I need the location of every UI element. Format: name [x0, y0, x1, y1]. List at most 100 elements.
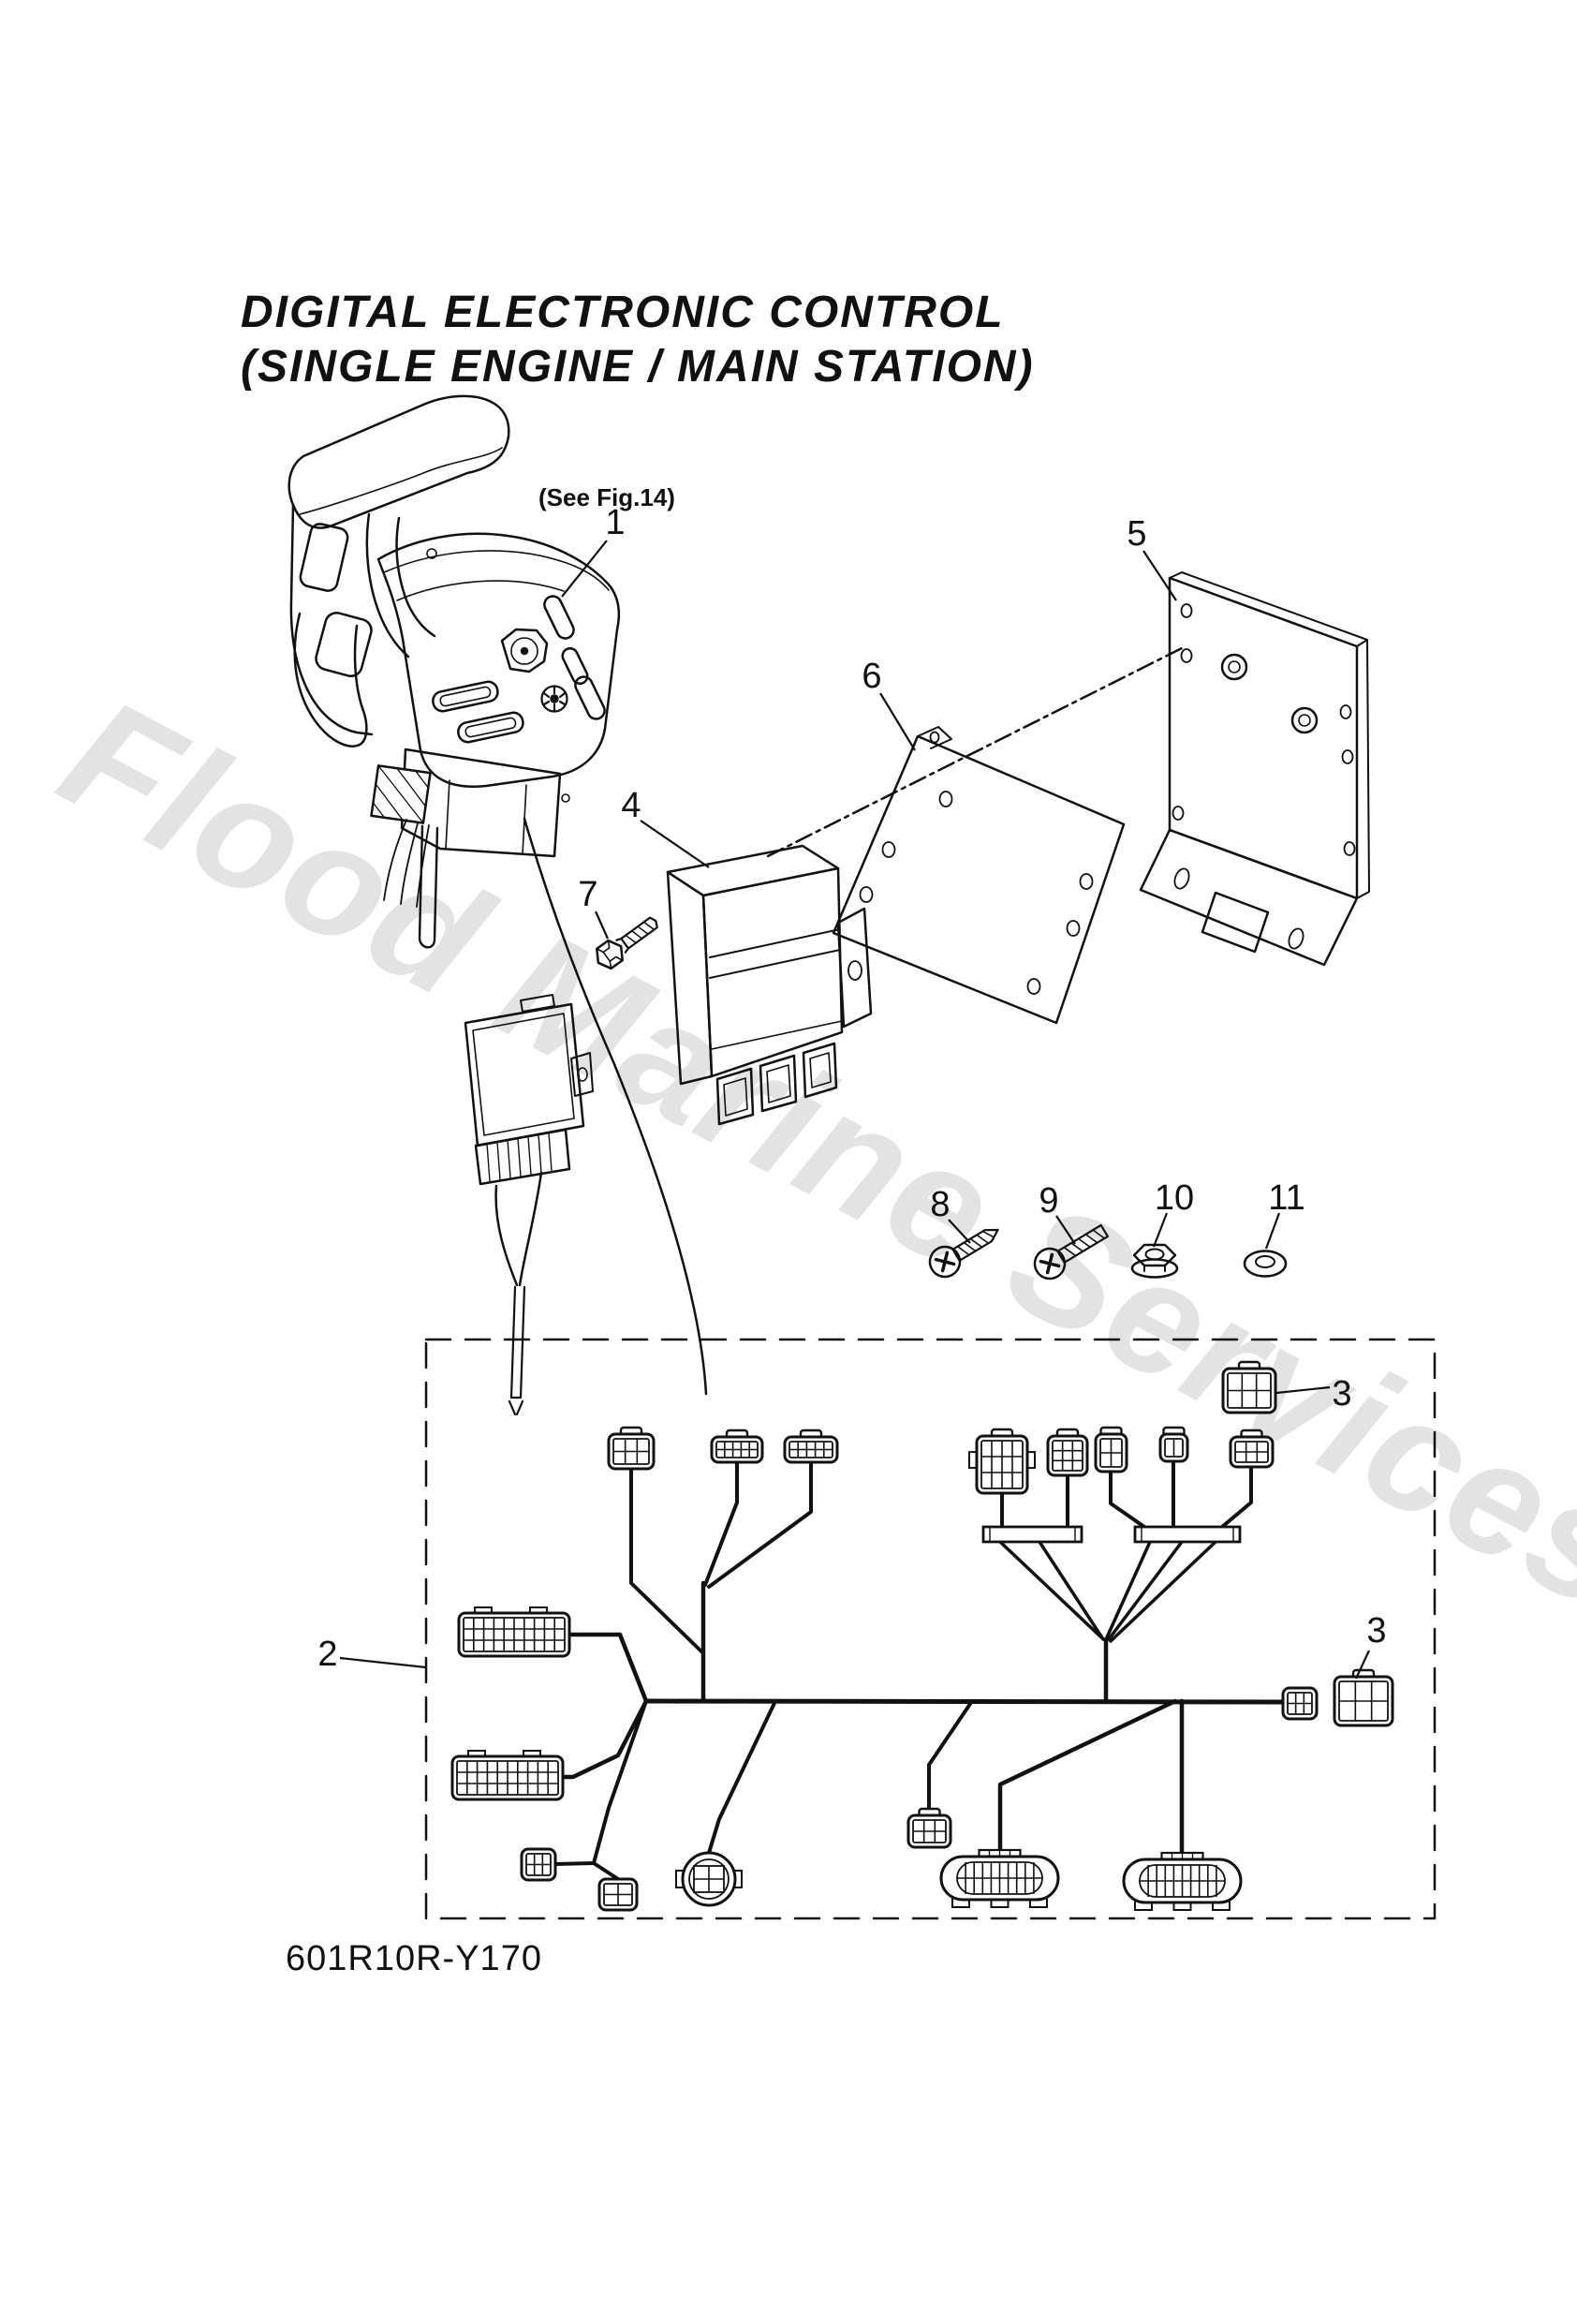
wire-band2-b [1107, 1540, 1184, 1641]
callout-leader [640, 820, 710, 868]
wire-round-conn [707, 1699, 777, 1855]
callout-leader [1152, 1212, 1169, 1248]
connector-6pin-small-a [520, 1847, 557, 1882]
connector-t4-12pin [968, 1428, 1036, 1495]
main-cable [418, 824, 439, 949]
callout-4: 4 [621, 786, 710, 868]
callout-number: 6 [862, 657, 881, 696]
callout-number: 8 [930, 1185, 950, 1224]
see-fig-note: (See Fig.14) [538, 483, 675, 511]
callout-7: 7 [578, 875, 610, 940]
part-1-control-head [287, 394, 621, 949]
drawing-number: 601R10R-Y170 [286, 1939, 542, 1978]
callout-11: 11 [1264, 1178, 1305, 1250]
callout-number: 7 [578, 875, 597, 914]
wire-band1-b [1038, 1540, 1105, 1641]
callout-number: 2 [317, 1635, 337, 1674]
wire-t3 [707, 1460, 813, 1589]
part-2-wire-harness [450, 1360, 1394, 1912]
callout-labels: 1 2 3 3 4 5 6 7 8 9 10 11 [317, 503, 1387, 1680]
part-6-mount-plate [832, 726, 1126, 1025]
wire-4pin-c [592, 1861, 620, 1881]
connector-6pin-small-b [906, 1807, 952, 1849]
friction-knob [500, 628, 549, 674]
callout-leader [1275, 1385, 1331, 1395]
callout-9: 9 [1039, 1181, 1076, 1245]
part-4-ecu [666, 844, 873, 1126]
callout-8: 8 [930, 1185, 971, 1244]
wire-t1 [629, 1467, 704, 1654]
body-shell [376, 532, 621, 788]
wire-t6 [1109, 1470, 1146, 1529]
callout-number: 10 [1155, 1178, 1194, 1218]
part-8-screw [928, 1228, 999, 1279]
bracket-flange [1139, 828, 1359, 967]
part-9-screw [1033, 1223, 1109, 1280]
assembly-centerline [766, 646, 1184, 858]
connector-t8-6pin [1229, 1428, 1275, 1469]
part-7-bolt [596, 916, 658, 970]
part-2-harness-boundary [424, 1338, 1437, 1920]
part-11-washer [1243, 1250, 1288, 1278]
callout-leader [879, 692, 916, 751]
wire-oval-left [997, 1698, 1178, 1859]
wire-trunk [643, 1698, 1286, 1705]
callout-leader [1142, 550, 1177, 601]
callout-leader [1355, 1650, 1370, 1680]
callout-1: 1 [561, 503, 626, 598]
vent-slot-3 [574, 675, 606, 720]
connector-3-bottom [1333, 1668, 1394, 1727]
callout-number: 5 [1127, 514, 1146, 554]
tape-band-left [981, 1525, 1083, 1544]
callout-leader [948, 1219, 971, 1244]
wire-t2 [703, 1460, 739, 1587]
remote-control-module [464, 994, 594, 1416]
callout-number: 9 [1039, 1181, 1058, 1221]
callout-leader [1264, 1212, 1281, 1250]
callout-number: 1 [605, 503, 625, 542]
wire-6pin-a [553, 1699, 648, 1866]
button-slot-2 [457, 711, 524, 744]
callout-leader [1055, 1215, 1076, 1245]
side-lobe [293, 612, 368, 748]
callout-5: 5 [1127, 514, 1177, 601]
connector-oval-right [1122, 1851, 1243, 1911]
watermark-text: Flood Marine Services [36, 663, 1577, 1643]
wire-6pin-b [927, 1699, 974, 1817]
connector-24pin-lower [450, 1750, 565, 1801]
callout-10: 10 [1152, 1178, 1194, 1248]
connector-t2-10pin [710, 1428, 764, 1464]
connector-t3-10pin [783, 1428, 839, 1464]
connector-trunk-end [1281, 1686, 1319, 1721]
wire-24pin-upper [567, 1632, 649, 1704]
wire-band1-a [998, 1540, 1103, 1639]
connector-4pin-small-c [597, 1877, 639, 1912]
wire-t8 [1220, 1465, 1253, 1529]
callout-leader [561, 540, 608, 598]
wire-band2-a [1105, 1540, 1152, 1639]
connector-3-top [1221, 1360, 1277, 1414]
callout-number: 3 [1332, 1374, 1351, 1414]
callout-leader [339, 1656, 427, 1669]
handle-neck [365, 512, 410, 659]
connector-round [675, 1851, 743, 1907]
callout-number: 11 [1268, 1178, 1304, 1218]
trim-wheel [540, 685, 568, 713]
callout-number: 4 [621, 786, 641, 825]
harness-leader-curve [523, 817, 708, 1396]
vent-slot-1 [543, 595, 575, 640]
vent-slot-2 [561, 646, 589, 686]
diagram-title-line2: (SINGLE ENGINE / MAIN STATION) [241, 342, 1035, 392]
connector-oval-left [939, 1848, 1060, 1908]
wire-band2-c [1109, 1540, 1217, 1643]
diagram-title-line1: DIGITAL ELECTRONIC CONTROL [241, 288, 1005, 337]
callout-3: 3 [1355, 1611, 1387, 1680]
callout-6: 6 [862, 657, 916, 751]
callout-3: 3 [1275, 1374, 1352, 1414]
connector-t7-2pin [1158, 1426, 1189, 1463]
part-10-flange-nut [1130, 1243, 1179, 1279]
connector-t5-9pin [1046, 1428, 1089, 1477]
callout-number: 3 [1366, 1611, 1386, 1650]
connector-t6-4pin [1094, 1426, 1128, 1473]
